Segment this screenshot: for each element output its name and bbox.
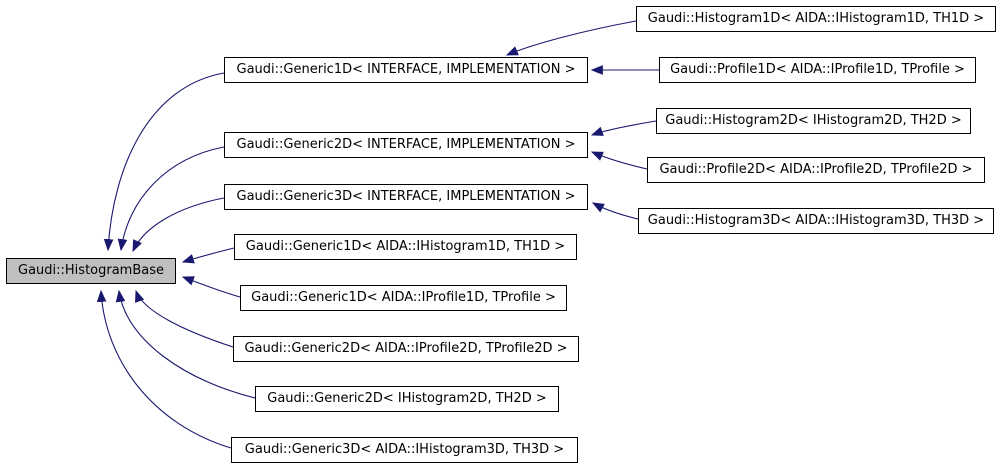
node-generic2d-ihistogram2d[interactable]: Gaudi::Generic2D< IHistogram2D, TH2D > bbox=[255, 386, 559, 412]
node-generic3d-ihistogram3d[interactable]: Gaudi::Generic3D< AIDA::IHistogram3D, TH… bbox=[231, 437, 578, 463]
edge-histogram2d-to-generic2d bbox=[590, 120, 657, 136]
node-histogram2d[interactable]: Gaudi::Histogram2D< IHistogram2D, TH2D > bbox=[656, 108, 971, 134]
edge-generic1d-h1d-to-base bbox=[181, 247, 235, 264]
node-generic3d-interface[interactable]: Gaudi::Generic3D< INTERFACE, IMPLEMENTAT… bbox=[224, 184, 588, 210]
node-profile2d[interactable]: Gaudi::Profile2D< AIDA::IProfile2D, TPro… bbox=[647, 157, 985, 183]
edge-histogram1d-to-generic1d bbox=[505, 20, 637, 56]
edge-generic2d-h2d-to-base bbox=[115, 289, 256, 399]
edge-generic2d-p2d-to-base bbox=[135, 289, 234, 348]
edge-generic3d-h3d-to-base bbox=[96, 289, 232, 449]
edge-generic2d-if-to-base bbox=[117, 146, 225, 252]
node-profile1d[interactable]: Gaudi::Profile1D< AIDA::IProfile1D, TPro… bbox=[659, 57, 976, 83]
edge-histogram3d-to-generic3d bbox=[591, 202, 639, 220]
edge-profile2d-to-generic2d bbox=[590, 151, 648, 170]
node-histogram1d[interactable]: Gaudi::Histogram1D< AIDA::IHistogram1D, … bbox=[636, 6, 996, 32]
edge-generic1d-if-to-base bbox=[103, 72, 225, 252]
edge-generic1d-p1d-to-base bbox=[181, 276, 241, 298]
node-generic2d-iprofile2d[interactable]: Gaudi::Generic2D< AIDA::IProfile2D, TPro… bbox=[233, 336, 579, 362]
node-generic1d-interface[interactable]: Gaudi::Generic1D< INTERFACE, IMPLEMENTAT… bbox=[224, 57, 588, 83]
node-histogram-base: Gaudi::HistogramBase bbox=[6, 258, 176, 284]
node-generic1d-iprofile1d[interactable]: Gaudi::Generic1D< AIDA::IProfile1D, TPro… bbox=[240, 285, 567, 311]
node-histogram3d[interactable]: Gaudi::Histogram3D< AIDA::IHistogram3D, … bbox=[638, 208, 994, 234]
node-generic2d-interface[interactable]: Gaudi::Generic2D< INTERFACE, IMPLEMENTAT… bbox=[224, 132, 588, 158]
edge-generic3d-if-to-base bbox=[132, 197, 225, 253]
node-generic1d-ihistogram1d[interactable]: Gaudi::Generic1D< AIDA::IHistogram1D, TH… bbox=[234, 234, 577, 260]
